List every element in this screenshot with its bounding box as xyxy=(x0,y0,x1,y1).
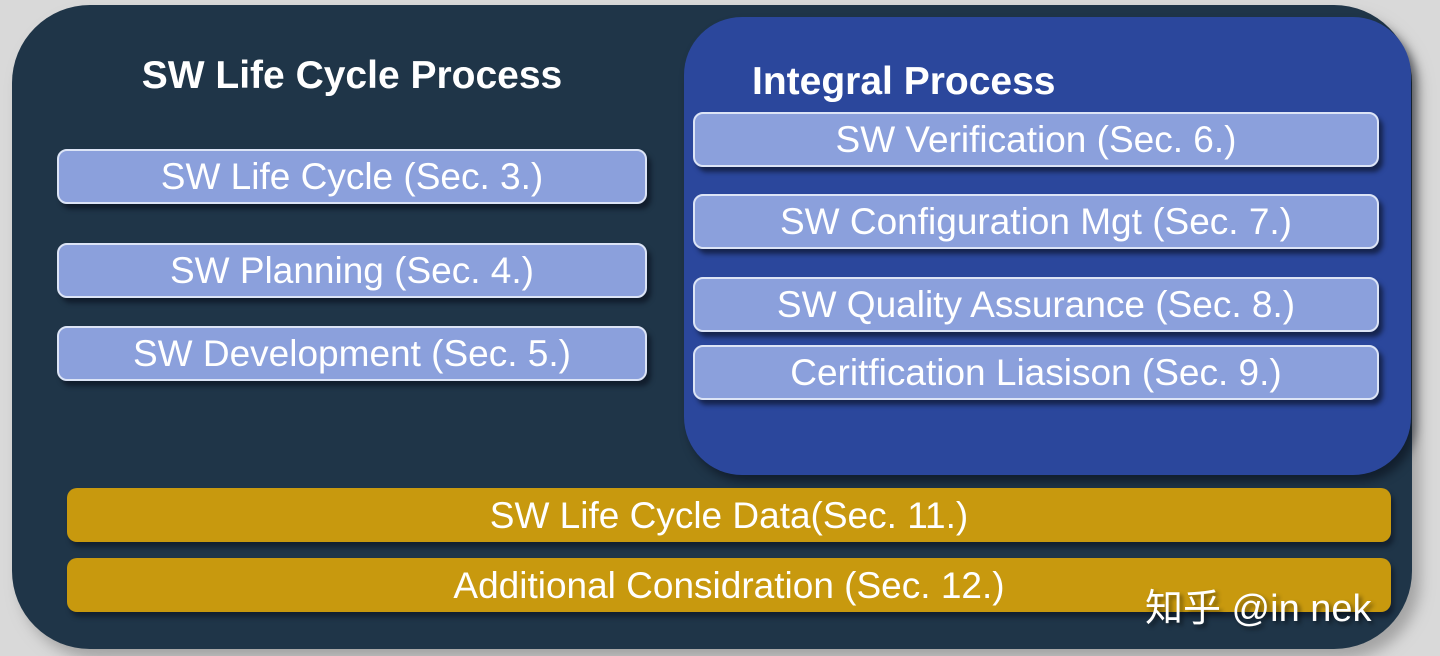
process-box-label: SW Verification (Sec. 6.) xyxy=(835,119,1237,160)
process-box-sw-configuration-mgt: SW Configuration Mgt (Sec. 7.) xyxy=(693,194,1379,249)
bar-label: SW Life Cycle Data(Sec. 11.) xyxy=(489,494,969,536)
process-box-sw-quality-assurance: SW Quality Assurance (Sec. 8.) xyxy=(693,277,1379,332)
process-box-label: SW Life Cycle (Sec. 3.) xyxy=(160,156,544,197)
process-box-sw-planning: SW Planning (Sec. 4.) xyxy=(57,243,647,298)
process-box-certification-liaison: Ceritfication Liasison (Sec. 9.) xyxy=(693,345,1379,400)
process-box-label: SW Development (Sec. 5.) xyxy=(133,333,571,374)
process-box-sw-verification: SW Verification (Sec. 6.) xyxy=(693,112,1379,167)
process-box-label: SW Planning (Sec. 4.) xyxy=(170,250,534,291)
bar-sw-life-cycle-data: SW Life Cycle Data(Sec. 11.) xyxy=(67,488,1391,542)
process-box-label: SW Quality Assurance (Sec. 8.) xyxy=(776,284,1296,325)
process-box-sw-development: SW Development (Sec. 5.) xyxy=(57,326,647,381)
bar-label: Additional Considration (Sec. 12.) xyxy=(453,564,1005,606)
integral-process-panel: Integral Process SW Verification (Sec. 6… xyxy=(684,17,1411,475)
bar-additional-consideration: Additional Considration (Sec. 12.) xyxy=(67,558,1391,612)
process-box-label: SW Configuration Mgt (Sec. 7.) xyxy=(779,201,1293,242)
main-panel: SW Life Cycle Process SW Life Cycle (Sec… xyxy=(12,5,1412,649)
process-box-label: Ceritfication Liasison (Sec. 9.) xyxy=(790,352,1282,393)
integral-section-title: Integral Process xyxy=(752,60,1056,103)
watermark-text: 知乎 @in nek xyxy=(1145,588,1372,630)
process-box-sw-life-cycle: SW Life Cycle (Sec. 3.) xyxy=(57,149,647,204)
left-section-title: SW Life Cycle Process xyxy=(141,54,563,97)
